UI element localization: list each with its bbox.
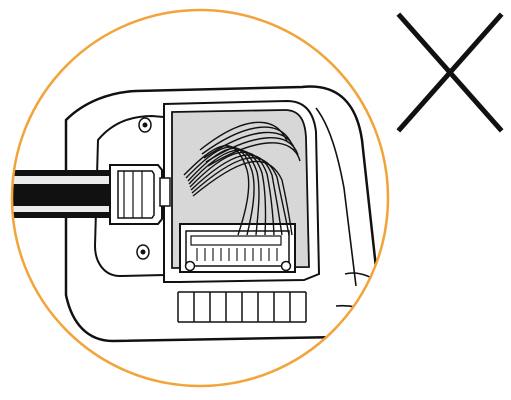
screw-hole-bottom: [136, 244, 150, 260]
right-flange-line: [315, 107, 357, 287]
wire-bundle: [183, 121, 301, 236]
magnified-callout-circle: [10, 8, 390, 388]
device-housing-icon: [12, 85, 387, 343]
screw-hole-top: [138, 117, 152, 133]
bottom-ribs: [177, 291, 307, 323]
cable-icon: [12, 164, 171, 225]
x-cross-icon: [396, 12, 504, 133]
ribbon-connector-icon: [179, 223, 296, 273]
